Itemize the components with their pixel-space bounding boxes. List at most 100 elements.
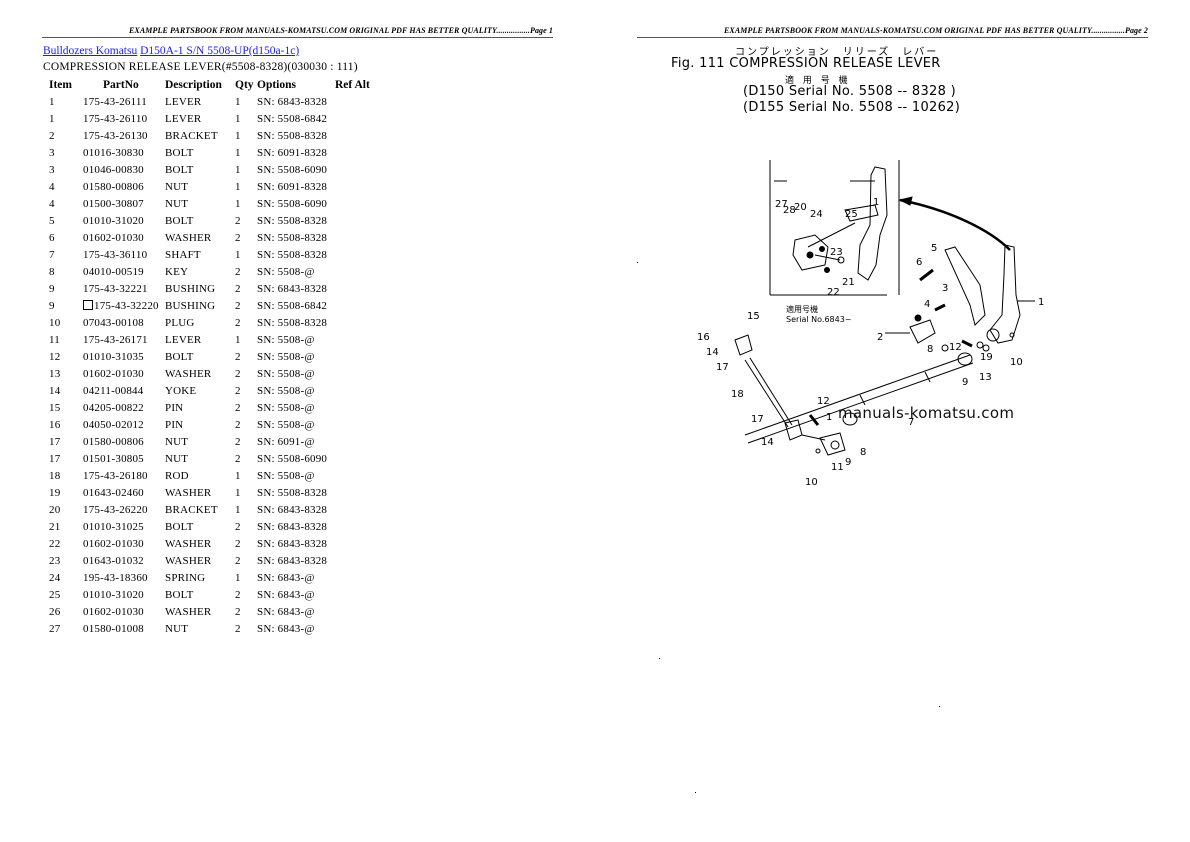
cell-description: PIN xyxy=(165,401,184,414)
cell-description: BOLT xyxy=(165,350,194,363)
cell-qty: 2 xyxy=(235,401,241,414)
cell-item: 24 xyxy=(49,571,61,584)
cell-partno: 175-43-26110 xyxy=(83,112,148,125)
cell-item: 18 xyxy=(49,469,61,482)
cell-qty: 1 xyxy=(235,503,241,516)
cell-item: 9 xyxy=(49,282,55,295)
svg-text:15: 15 xyxy=(747,311,760,322)
cell-item: 15 xyxy=(49,401,61,414)
cell-ref-alt xyxy=(335,450,375,467)
cell-partno: 01643-02460 xyxy=(83,486,144,499)
cell-qty: 1 xyxy=(235,197,241,210)
cell-partno: 01602-01030 xyxy=(83,605,144,618)
cell-options: SN: 6843-@ xyxy=(257,622,315,635)
svg-text:1: 1 xyxy=(826,412,832,423)
cell-options: SN: 5508-@ xyxy=(257,469,315,482)
cell-description: BRACKET xyxy=(165,129,218,142)
cell-ref-alt xyxy=(335,263,375,280)
cell-options: SN: 6091-8328 xyxy=(257,180,328,193)
cell-item: 22 xyxy=(49,537,61,550)
cell-qty: 2 xyxy=(235,452,241,465)
cell-description: LEVER xyxy=(165,112,202,125)
cell-ref-alt xyxy=(335,620,375,637)
cell-item: 10 xyxy=(49,316,61,329)
cell-qty: 1 xyxy=(235,95,241,108)
cell-item: 17 xyxy=(49,435,61,448)
cell-ref-alt xyxy=(335,365,375,382)
cell-ref-alt xyxy=(335,314,375,331)
cell-qty: 2 xyxy=(235,537,241,550)
cell-ref-alt xyxy=(335,467,375,484)
cell-qty: 2 xyxy=(235,231,241,244)
cell-options: SN: 5508-@ xyxy=(257,401,315,414)
cell-ref-alt xyxy=(335,552,375,569)
cell-ref-alt xyxy=(335,212,375,229)
cell-item: 8 xyxy=(49,265,55,278)
cell-partno: 01602-01030 xyxy=(83,367,144,380)
cell-qty: 1 xyxy=(235,146,241,159)
cell-description: BOLT xyxy=(165,163,194,176)
cell-options: SN: 6091-@ xyxy=(257,435,315,448)
cell-partno: 01500-30807 xyxy=(83,197,144,210)
cell-qty: 2 xyxy=(235,588,241,601)
cell-ref-alt xyxy=(335,416,375,433)
breadcrumb-link-category[interactable]: Bulldozers Komatsu xyxy=(43,45,138,57)
cell-partno: 01016-30830 xyxy=(83,146,144,159)
cell-item: 19 xyxy=(49,486,61,499)
cell-item: 16 xyxy=(49,418,61,431)
cell-partno: 04205-00822 xyxy=(83,401,144,414)
cell-options: SN: 6091-8328 xyxy=(257,146,328,159)
svg-text:14: 14 xyxy=(761,437,774,448)
cell-ref-alt xyxy=(335,246,375,263)
cell-description: NUT xyxy=(165,180,189,193)
inset-caption-japanese: 適用号機 xyxy=(786,304,818,314)
cell-ref-alt xyxy=(335,280,375,297)
svg-text:8: 8 xyxy=(927,344,933,355)
svg-text:14: 14 xyxy=(706,347,719,358)
svg-text:25: 25 xyxy=(845,209,858,220)
cell-description: ROD xyxy=(165,469,189,482)
cell-description: NUT xyxy=(165,452,189,465)
cell-description: NUT xyxy=(165,197,189,210)
svg-text:9: 9 xyxy=(845,457,851,468)
cell-partno: 175-43-26180 xyxy=(83,469,148,482)
cell-item: 23 xyxy=(49,554,61,567)
cell-item: 14 xyxy=(49,384,61,397)
svg-text:5: 5 xyxy=(931,243,937,254)
inset-caption: Serial No.6843~ xyxy=(786,315,852,324)
cell-qty: 2 xyxy=(235,554,241,567)
cell-ref-alt xyxy=(335,93,375,110)
cell-item: 4 xyxy=(49,180,55,193)
exploded-parts-diagram: 1 27 28 20 24 25 23 22 21 6 5 3 4 2 8 12… xyxy=(697,160,1044,488)
cell-ref-alt xyxy=(335,382,375,399)
cell-ref-alt xyxy=(335,229,375,246)
section-title: COMPRESSION RELEASE LEVER(#5508-8328)(03… xyxy=(43,61,358,73)
table-header-row: Item PartNo Description Qty Options Ref … xyxy=(44,76,375,93)
svg-text:12: 12 xyxy=(817,396,830,407)
cell-qty: 2 xyxy=(235,605,241,618)
svg-text:20: 20 xyxy=(794,202,807,213)
speck xyxy=(659,658,660,659)
cell-partno: 07043-00108 xyxy=(83,316,144,329)
breadcrumb-link-model[interactable]: D150A-1 S/N 5508-UP(d150a-1c) xyxy=(140,45,300,57)
cell-options: SN: 5508-@ xyxy=(257,384,315,397)
cell-description: BOLT xyxy=(165,214,194,227)
cell-item: 20 xyxy=(49,503,61,516)
svg-text:4: 4 xyxy=(924,299,930,310)
svg-text:11: 11 xyxy=(831,462,844,473)
cell-partno: 01602-01030 xyxy=(83,231,144,244)
cell-options: SN: 6843-8328 xyxy=(257,95,328,108)
cell-item: 3 xyxy=(49,146,55,159)
cell-ref-alt xyxy=(335,110,375,127)
cell-ref-alt xyxy=(335,127,375,144)
cell-options: SN: 6843-@ xyxy=(257,605,315,618)
cell-item: 9 xyxy=(49,299,55,312)
svg-text:1: 1 xyxy=(873,197,879,208)
